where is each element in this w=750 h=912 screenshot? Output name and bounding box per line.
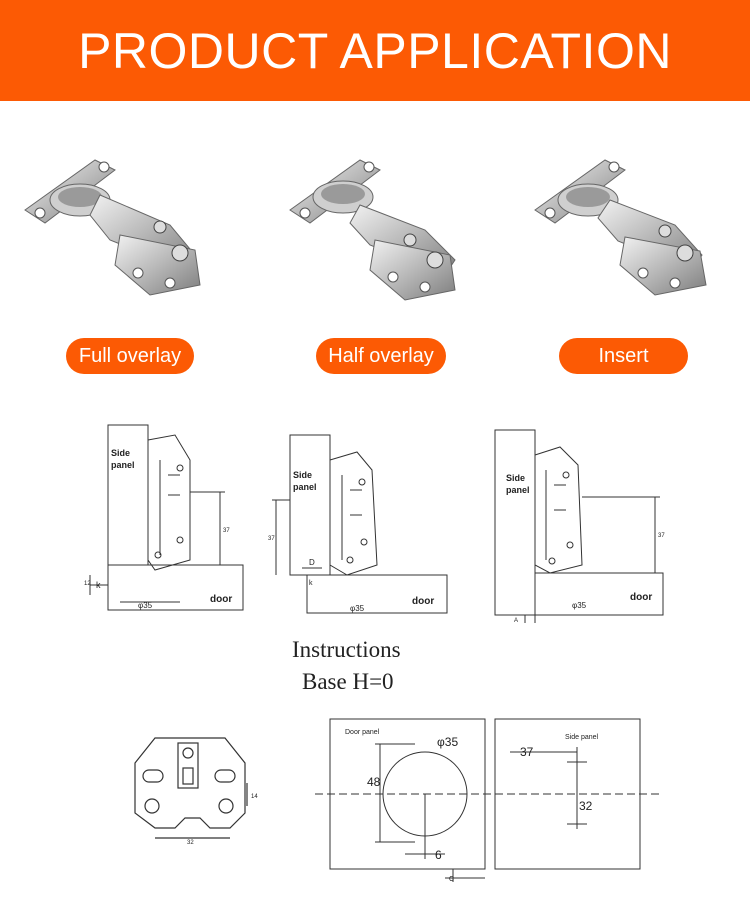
door-label: door [210,594,232,605]
drill-dim-32: 32 [579,799,593,813]
drill-dim-phi35: φ35 [437,735,458,749]
diagram-insert: Side panel door φ35 A 37 [494,429,665,624]
side-panel-label: Side [293,470,312,480]
plate-dim-32: 32 [187,840,194,846]
dim-a-label: A [514,618,518,624]
dim-12-label: 12 [84,581,91,587]
instructions-title: Instructions [292,637,401,662]
dim-37-label: 37 [658,533,665,539]
hinge-image-full-overlay [24,159,201,296]
plate-dim-14: 14 [251,794,258,800]
diameter-label: φ35 [572,601,587,610]
dim-37-label: 37 [223,528,230,534]
instructions-text: Instructions Base H=0 [292,634,401,698]
side-panel-label: Side panel [565,734,599,741]
dim-37-label: 37 [268,536,275,542]
diameter-label: φ35 [138,601,153,610]
mounting-plate-diagram: 32 14 [134,737,258,846]
drilling-diagram: Door panel Side panel φ35 48 6 37 32 C [315,718,660,883]
drill-dim-c: C [449,876,454,883]
diagram-full-overlay: Side panel door φ35 k 37 12 [84,424,244,611]
side-panel-label: panel [506,485,530,495]
drill-dim-48: 48 [367,775,381,789]
side-panel-label: Side [111,448,130,458]
diameter-label: φ35 [350,604,365,613]
dim-k-label: k [309,580,313,587]
door-label: door [630,592,652,603]
door-panel-label: Door panel [345,729,380,736]
hinge-image-half-overlay [289,159,456,301]
label-insert: Insert [559,338,688,374]
dim-k-label: k [96,580,101,590]
header-banner: PRODUCT APPLICATION [0,0,750,101]
hinge-image-insert [534,159,707,296]
label-half-overlay: Half overlay [316,338,446,374]
drill-dim-6: 6 [435,848,442,862]
side-panel-label: panel [111,460,135,470]
instructions-base: Base H=0 [302,669,394,694]
door-label: door [412,596,434,607]
side-panel-label: panel [293,482,317,492]
dim-d-label: D [309,558,315,567]
page-title: PRODUCT APPLICATION [78,22,672,79]
label-full-overlay: Full overlay [66,338,194,374]
side-panel-label: Side [506,473,525,483]
drill-dim-37: 37 [520,745,534,759]
diagram-half-overlay: Side panel door φ35 D k 37 [268,434,448,614]
